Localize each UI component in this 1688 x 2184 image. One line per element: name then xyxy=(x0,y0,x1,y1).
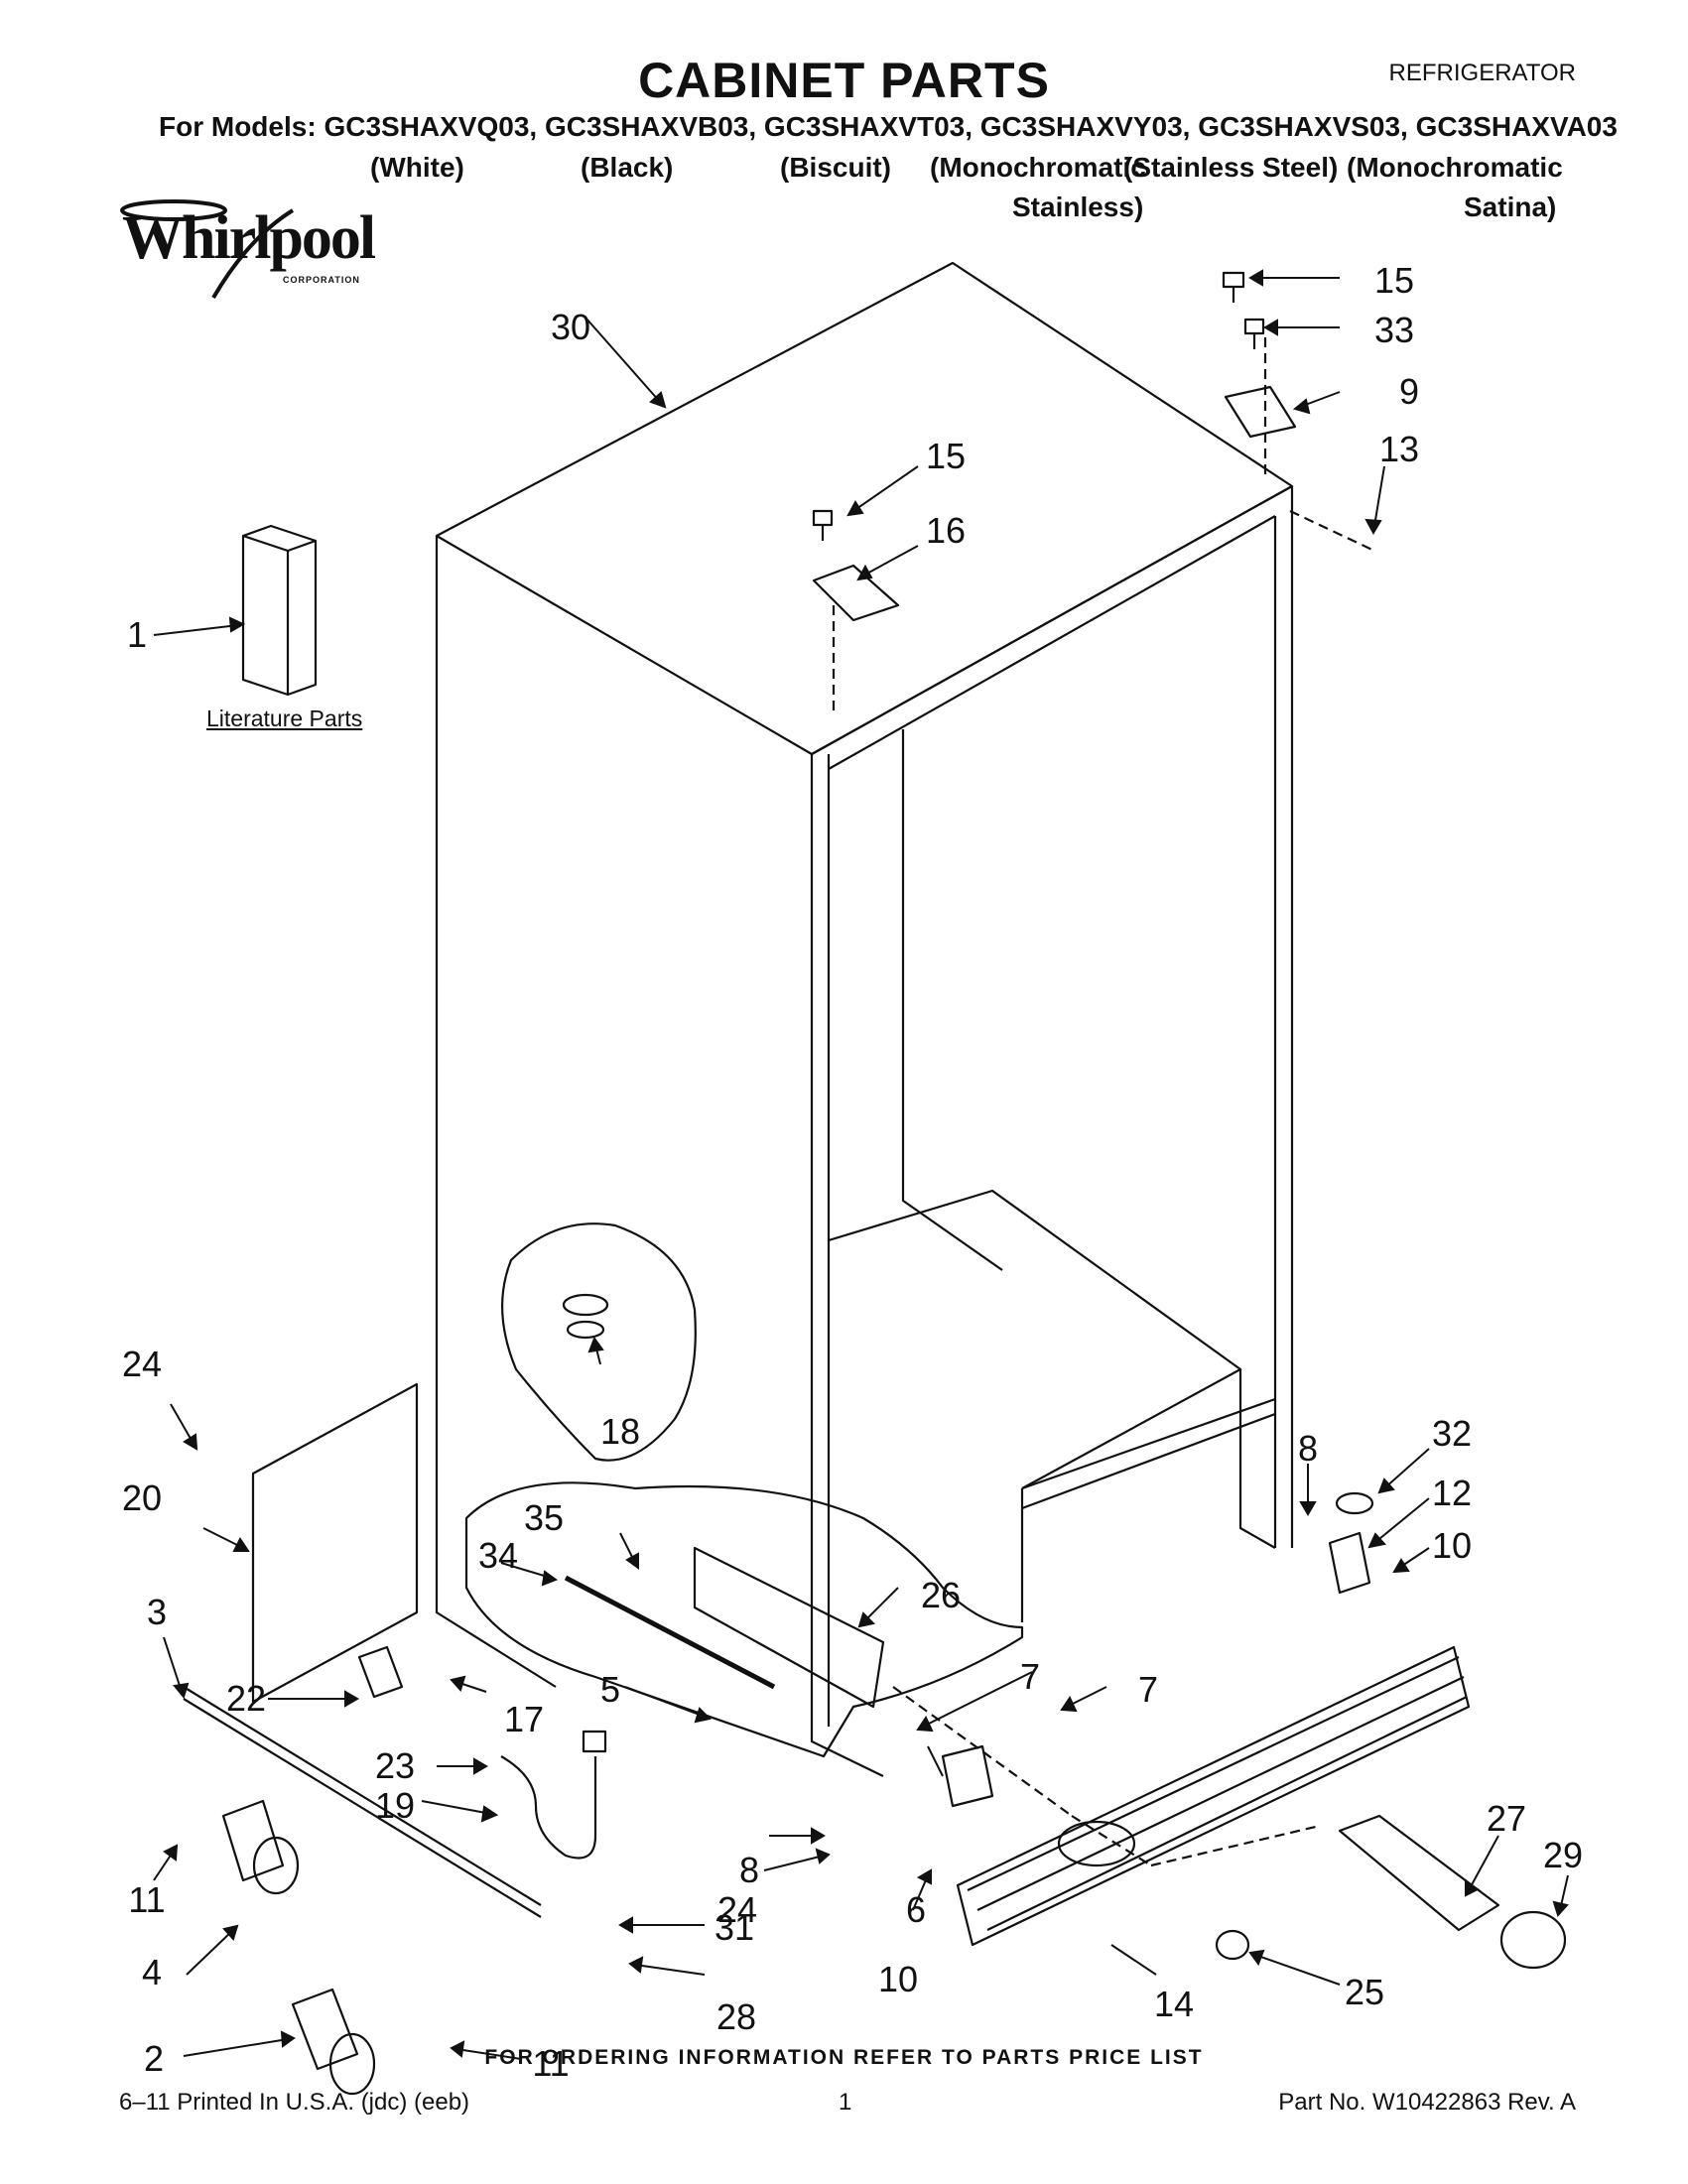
callout-19: 19 xyxy=(374,1785,416,1826)
callout-4: 4 xyxy=(141,1952,163,1992)
toe-grille xyxy=(956,1645,1471,1947)
callout-31: 31 xyxy=(714,1907,755,1948)
appliance-type: REFRIGERATOR xyxy=(1388,60,1576,86)
variant-biscuit: (Biscuit) xyxy=(780,152,891,183)
variant-mono-stainless: (Monochromatic xyxy=(930,152,1146,183)
models-line: For Models: GC3SHAXVQ03, GC3SHAXVB03, GC… xyxy=(159,111,1618,142)
callout-35: 35 xyxy=(523,1497,565,1538)
callout-29: 29 xyxy=(1542,1835,1584,1875)
leg-inset-bubble xyxy=(501,1222,697,1462)
variant-line2-stainless: Stainless) xyxy=(1012,192,1144,222)
callout-33: 33 xyxy=(1373,310,1415,350)
page-title: CABINET PARTS xyxy=(638,53,1050,108)
callout-10b: 10 xyxy=(877,1959,919,1999)
literature-parts-label: Literature Parts xyxy=(206,706,363,731)
callout-10a: 10 xyxy=(1431,1525,1473,1566)
literature-book xyxy=(241,534,290,697)
brand-logo: Whirlpool xyxy=(122,204,376,272)
callout-24b: 24 xyxy=(716,1889,758,1930)
page-number: 1 xyxy=(839,2089,852,2116)
callout-14: 14 xyxy=(1153,1984,1195,2024)
callout-27: 27 xyxy=(1486,1798,1527,1839)
callout-30: 30 xyxy=(550,307,591,347)
printed-info: 6–11 Printed In U.S.A. (jdc) (eeb) xyxy=(119,2089,470,2116)
access-panel xyxy=(251,1382,419,1704)
callout-7b: 7 xyxy=(1137,1669,1159,1710)
callout-15a: 15 xyxy=(1373,260,1415,301)
bottom-cutaway xyxy=(464,1481,1024,1758)
callout-5: 5 xyxy=(599,1669,621,1710)
callout-6: 6 xyxy=(905,1889,927,1930)
callout-25: 25 xyxy=(1344,1972,1385,2012)
callout-11a: 11 xyxy=(128,1879,166,1920)
callout-24a: 24 xyxy=(121,1344,163,1384)
callout-1: 1 xyxy=(126,614,148,655)
callout-8a: 8 xyxy=(1297,1428,1319,1469)
callout-8b: 8 xyxy=(738,1850,760,1890)
variant-line2-satina: Satina) xyxy=(1464,192,1557,222)
variant-mono-satina: (Monochromatic xyxy=(1347,152,1563,183)
callout-17: 17 xyxy=(503,1699,545,1739)
variant-white: (White) xyxy=(370,152,464,183)
callout-11b: 11 xyxy=(532,2043,570,2084)
callout-2: 2 xyxy=(143,2038,165,2079)
callout-15b: 15 xyxy=(925,436,967,476)
callout-18: 18 xyxy=(599,1411,641,1452)
callout-3: 3 xyxy=(146,1592,168,1632)
callout-22: 22 xyxy=(225,1678,267,1719)
variant-black: (Black) xyxy=(581,152,674,183)
water-filter xyxy=(1338,1814,1500,1932)
callout-23: 23 xyxy=(374,1745,416,1786)
variant-stainless-steel: (Stainless Steel) xyxy=(1123,152,1339,183)
brand-logo-corporation: CORPORATION xyxy=(283,275,360,285)
callout-34: 34 xyxy=(477,1535,519,1576)
callout-28: 28 xyxy=(715,1996,757,2037)
callout-7a: 7 xyxy=(1019,1656,1041,1697)
ordering-info: FOR ORDERING INFORMATION REFER TO PARTS … xyxy=(484,2046,1204,2069)
callout-9: 9 xyxy=(1398,371,1420,412)
callout-26: 26 xyxy=(920,1575,962,1615)
part-number: Part No. W10422863 Rev. A xyxy=(1278,2089,1576,2116)
callout-13: 13 xyxy=(1378,429,1420,469)
water-valve xyxy=(693,1546,885,1709)
callout-16: 16 xyxy=(925,510,967,551)
callout-32: 32 xyxy=(1431,1413,1473,1454)
callout-20: 20 xyxy=(121,1477,163,1518)
callout-12: 12 xyxy=(1431,1473,1473,1513)
